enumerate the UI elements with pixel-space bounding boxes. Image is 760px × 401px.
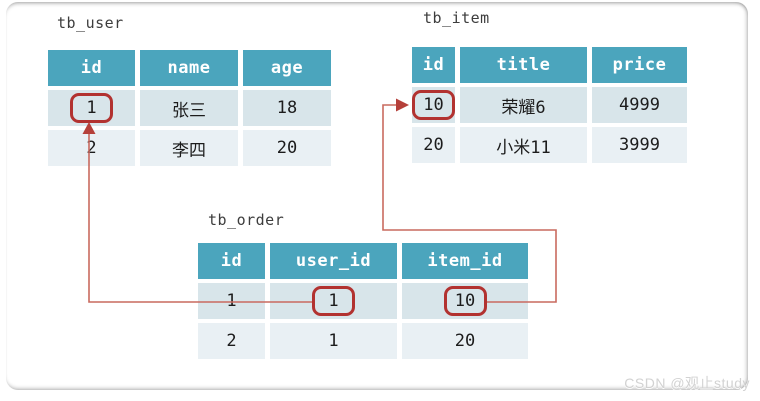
table-cell: 18 xyxy=(243,90,331,126)
table-cell: 1 xyxy=(270,283,397,319)
column-header: age xyxy=(243,50,331,86)
column-header: price xyxy=(592,47,687,83)
table-cell: 10 xyxy=(412,87,455,123)
column-header: item_id xyxy=(402,243,528,279)
table-cell: 2 xyxy=(198,323,265,359)
highlight-box: 1 xyxy=(70,93,113,123)
table-tb-item: id title price 10 荣耀6 4999 20 小米11 3999 xyxy=(412,47,687,163)
column-header: id xyxy=(48,50,135,86)
table-cell: 张三 xyxy=(140,90,238,126)
table-tb-user: id name age 1 张三 18 2 李四 20 xyxy=(48,50,331,166)
column-header: id xyxy=(412,47,455,83)
table-cell: 荣耀6 xyxy=(460,87,587,123)
table-cell: 李四 xyxy=(140,130,238,166)
table-cell: 4999 xyxy=(592,87,687,123)
highlight-box: 1 xyxy=(312,286,355,316)
column-header: id xyxy=(198,243,265,279)
table-cell: 20 xyxy=(402,323,528,359)
table-cell: 2 xyxy=(48,130,135,166)
table-cell: 1 xyxy=(198,283,265,319)
table-cell: 3999 xyxy=(592,127,687,163)
table-cell: 10 xyxy=(402,283,528,319)
highlight-box: 10 xyxy=(412,90,455,120)
table-title-tb-order: tb_order xyxy=(208,211,285,229)
table-cell: 1 xyxy=(48,90,135,126)
table-title-tb-item: tb_item xyxy=(423,9,490,27)
column-header: user_id xyxy=(270,243,397,279)
table-cell: 20 xyxy=(412,127,455,163)
table-cell: 小米11 xyxy=(460,127,587,163)
table-title-tb-user: tb_user xyxy=(57,14,124,32)
column-header: title xyxy=(460,47,587,83)
table-cell: 1 xyxy=(270,323,397,359)
watermark: CSDN @观止study xyxy=(624,375,750,391)
highlight-box: 10 xyxy=(443,286,487,316)
table-tb-order: id user_id item_id 1 1 10 2 1 20 xyxy=(198,243,528,359)
table-cell: 20 xyxy=(243,130,331,166)
column-header: name xyxy=(140,50,238,86)
